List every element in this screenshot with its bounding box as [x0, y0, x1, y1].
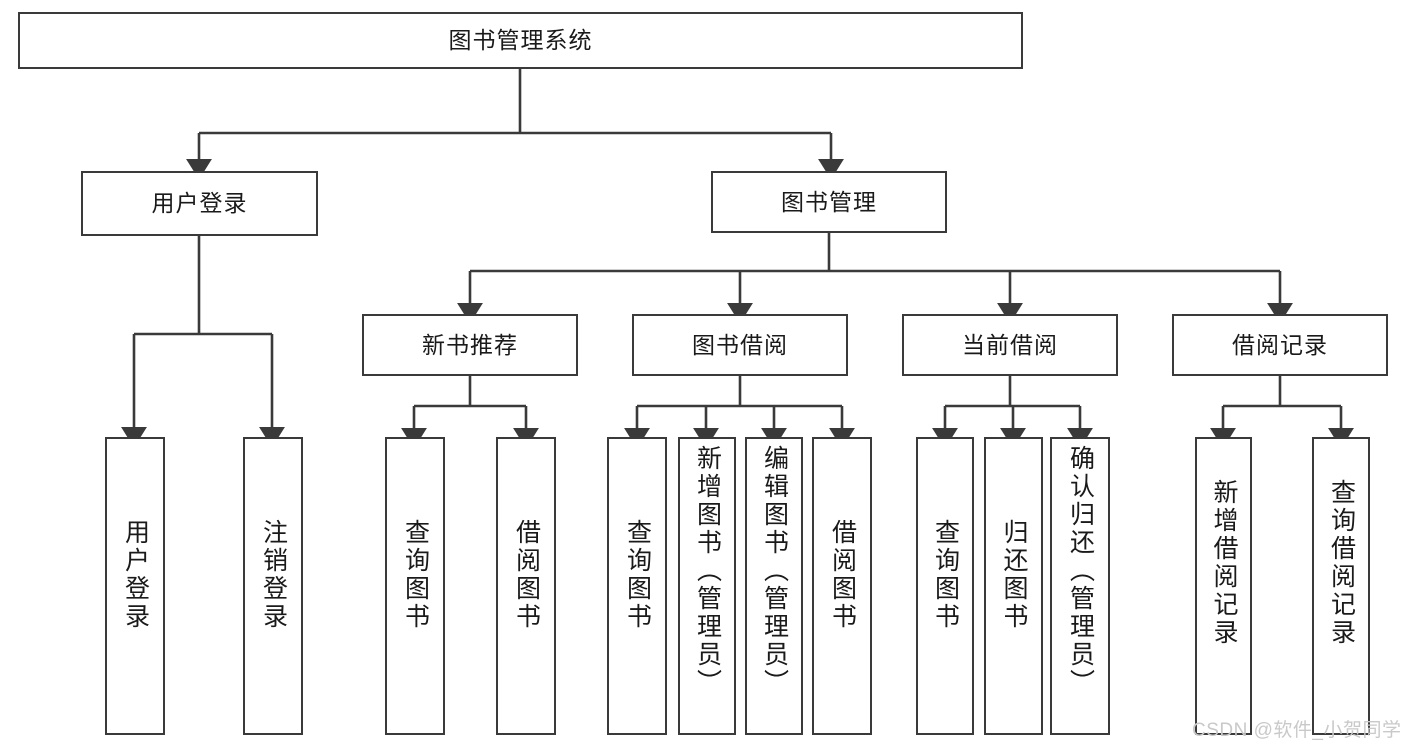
- leaf-borrow-book-2[interactable]: 借阅图书: [812, 437, 872, 735]
- node-book-borrow[interactable]: 图书借阅: [632, 314, 848, 376]
- node-borrow-record[interactable]: 借阅记录: [1172, 314, 1388, 376]
- node-book-manage[interactable]: 图书管理: [711, 171, 947, 233]
- leaf-query-borrow-record-label: 查询借阅记录: [1327, 479, 1356, 647]
- leaf-edit-book-admin-label: 编辑图书（管理员）: [760, 445, 789, 697]
- node-borrow-record-label: 借阅记录: [1232, 331, 1328, 358]
- leaf-logout-label: 注销登录: [259, 519, 288, 631]
- leaf-query-book-2[interactable]: 查询图书: [607, 437, 667, 735]
- leaf-query-book-2-label: 查询图书: [623, 519, 652, 631]
- leaf-query-book-1[interactable]: 查询图书: [385, 437, 445, 735]
- leaf-borrow-book-1[interactable]: 借阅图书: [496, 437, 556, 735]
- node-user-login-label: 用户登录: [151, 190, 248, 217]
- leaf-add-borrow-record-label: 新增借阅记录: [1210, 479, 1238, 647]
- node-root[interactable]: 图书管理系统: [18, 12, 1023, 69]
- leaf-query-borrow-record[interactable]: 查询借阅记录: [1312, 437, 1370, 735]
- csdn-watermark: CSDN @软件_小贺同学: [1192, 720, 1402, 741]
- leaf-borrow-book-2-label: 借阅图书: [828, 519, 857, 631]
- leaf-confirm-return-admin[interactable]: 确认归还（管理员）: [1050, 437, 1110, 735]
- node-user-login[interactable]: 用户登录: [81, 171, 318, 236]
- node-book-borrow-label: 图书借阅: [692, 331, 788, 358]
- leaf-borrow-book-1-label: 借阅图书: [512, 519, 541, 631]
- leaf-add-book-admin[interactable]: 新增图书（管理员）: [678, 437, 736, 735]
- node-book-manage-label: 图书管理: [781, 188, 877, 215]
- leaf-return-book-label: 归还图书: [1000, 519, 1028, 631]
- node-new-book-recommend-label: 新书推荐: [422, 331, 518, 358]
- leaf-confirm-return-admin-label: 确认归还（管理员）: [1066, 445, 1095, 697]
- leaf-return-book[interactable]: 归还图书: [984, 437, 1043, 735]
- node-root-label: 图书管理系统: [448, 27, 593, 54]
- node-new-book-recommend[interactable]: 新书推荐: [362, 314, 578, 376]
- leaf-add-borrow-record[interactable]: 新增借阅记录: [1195, 437, 1252, 735]
- leaf-add-book-admin-label: 新增图书（管理员）: [693, 445, 722, 697]
- leaf-query-book-3-label: 查询图书: [931, 519, 960, 631]
- leaf-user-login-label: 用户登录: [121, 519, 150, 631]
- node-current-borrow[interactable]: 当前借阅: [902, 314, 1118, 376]
- node-current-borrow-label: 当前借阅: [962, 331, 1058, 358]
- leaf-user-login[interactable]: 用户登录: [105, 437, 165, 735]
- leaf-edit-book-admin[interactable]: 编辑图书（管理员）: [745, 437, 803, 735]
- leaf-query-book-1-label: 查询图书: [401, 519, 430, 631]
- leaf-logout[interactable]: 注销登录: [243, 437, 303, 735]
- leaf-query-book-3[interactable]: 查询图书: [916, 437, 974, 735]
